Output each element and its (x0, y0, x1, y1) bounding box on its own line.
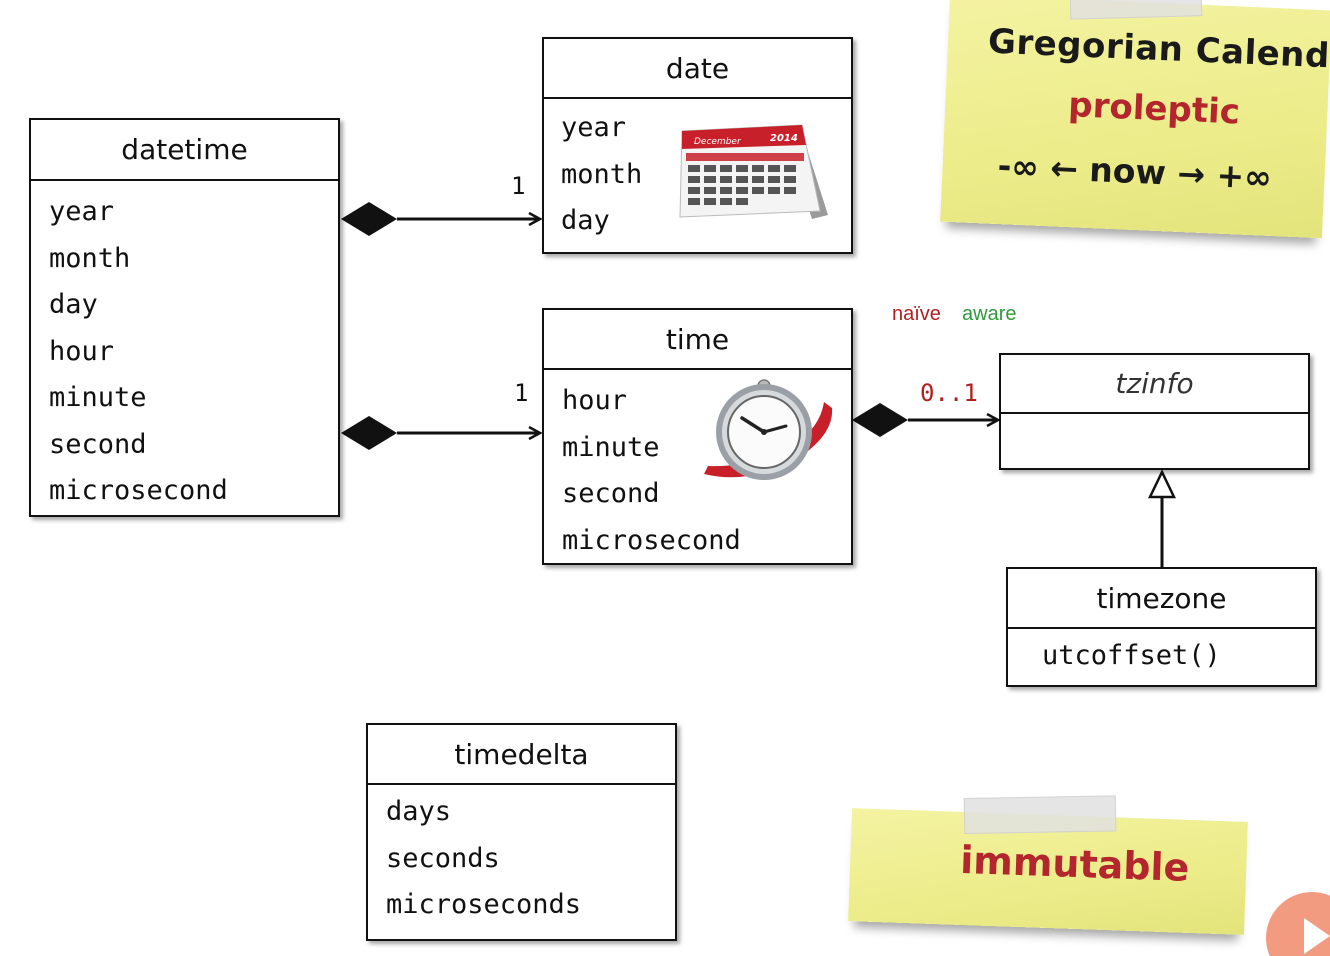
attribute: seconds (386, 842, 500, 874)
attribute: year (49, 196, 115, 227)
class-tzinfo: tzinfo (999, 353, 1310, 470)
class-name: datetime (31, 120, 338, 181)
multiplicity-time: 1 (514, 379, 529, 407)
attribute: second (562, 478, 660, 509)
attribute: microsecond (562, 524, 741, 556)
composition-datetime-time (341, 416, 540, 450)
composition-diamond-time (341, 416, 397, 450)
attribute: days (386, 796, 452, 827)
tape (963, 795, 1117, 835)
composition-datetime-date (341, 202, 540, 236)
calendar-month: December (694, 137, 742, 147)
attribute: microseconds (386, 889, 582, 920)
class-name: date (544, 39, 851, 99)
multiplicity-date: 1 (511, 172, 526, 200)
composition-time-tzinfo (852, 403, 998, 437)
class-name: time (544, 310, 851, 370)
attribute-list: hour minute second microsecond (544, 370, 851, 563)
play-button[interactable] (1264, 882, 1330, 956)
class-timezone: timezone utcoffset() (1006, 567, 1317, 687)
attribute-list: year month day hour minute second micros… (31, 181, 338, 515)
note-infinity-range: -∞ ← now → +∞ (996, 146, 1273, 197)
generalization-timezone-tzinfo (1148, 469, 1176, 568)
attribute-list (1001, 414, 1308, 468)
attribute: second (49, 428, 147, 460)
note-immutable: immutable (959, 837, 1191, 890)
class-time: time hour minute second microsecond (542, 308, 853, 565)
class-name: timezone (1008, 569, 1315, 629)
calendar-year: 2014 (770, 133, 798, 144)
clock-icon (704, 379, 833, 480)
note-proleptic: proleptic (1067, 85, 1241, 133)
play-icon (1304, 918, 1330, 954)
attribute-list: year month day December 2014 (544, 99, 851, 252)
calendar-icon: December 2014 (679, 124, 828, 219)
attribute: month (561, 158, 643, 190)
method-list: utcoffset() (1008, 629, 1315, 680)
sticky-note-immutable: immutable (848, 795, 1248, 935)
attribute-list: days seconds microseconds (368, 785, 675, 929)
attribute: hour (49, 335, 115, 367)
class-datetime: datetime year month day hour minute seco… (29, 118, 340, 517)
attribute: month (49, 242, 131, 274)
attribute: day (49, 289, 98, 320)
composition-diamond-date (341, 202, 397, 236)
tape (1069, 0, 1203, 20)
multiplicity-tzinfo: 0..1 (920, 379, 978, 407)
class-name: tzinfo (1001, 355, 1308, 414)
attribute: hour (562, 385, 628, 416)
composition-diamond-tzinfo (852, 403, 908, 437)
class-name: timedelta (368, 725, 675, 785)
sticky-note-calendar: Gregorian Calendar proleptic -∞ ← now → … (940, 0, 1330, 239)
class-timedelta: timedelta days seconds microseconds (366, 723, 677, 941)
attribute: minute (49, 382, 147, 413)
inheritance-triangle (1148, 469, 1176, 499)
play-circle-icon (1266, 892, 1330, 956)
class-date: date year month day December 2014 (542, 37, 853, 254)
attribute: day (561, 205, 610, 236)
attribute: year (561, 112, 627, 143)
attribute: microsecond (49, 475, 228, 506)
aware-label: aware (962, 303, 1017, 325)
note-title: Gregorian Calendar (987, 21, 1330, 79)
attribute: minute (562, 431, 660, 463)
naive-label: naïve (892, 303, 941, 325)
method: utcoffset() (1042, 640, 1221, 671)
